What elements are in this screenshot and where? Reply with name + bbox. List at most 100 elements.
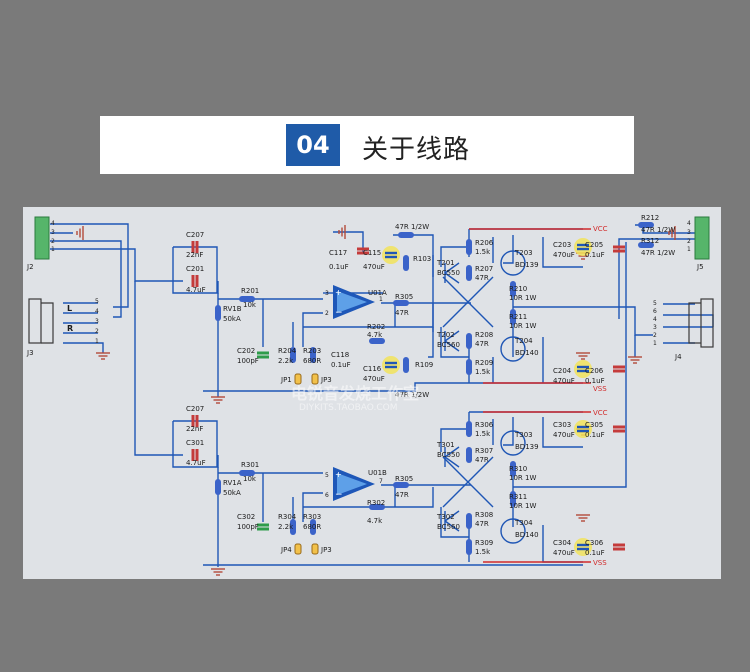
c301-value: 4.7uF <box>186 459 206 467</box>
r304-label: R304 <box>278 513 297 521</box>
t203-value: BD139 <box>515 261 539 269</box>
r-bottom-value: 47R 1/2W <box>395 391 429 399</box>
u01b-pin: 6 <box>325 492 329 499</box>
t303-value: BD139 <box>515 443 539 451</box>
t203-label: T203 <box>514 249 533 257</box>
jp3-label: JP3 <box>320 376 332 384</box>
r301-value: 10k <box>243 475 257 483</box>
c117-label: C117 <box>329 249 347 257</box>
svg-text:−: − <box>335 308 343 318</box>
r209-value: 1.5k <box>475 368 491 376</box>
r207-label: R207 <box>475 265 493 273</box>
connector-j5 <box>694 216 710 260</box>
c117-value: 0.1uF <box>329 263 349 271</box>
r303-label: R303 <box>303 513 321 521</box>
r303-value: 680R <box>303 523 321 531</box>
jp4-label: JP4 <box>280 546 292 554</box>
t204-value: BD140 <box>515 349 539 357</box>
r312-value: 47R 1/2W <box>641 249 675 257</box>
c306-value: 0.1uF <box>585 549 605 557</box>
t302-label: T302 <box>436 513 455 521</box>
jp1-label: JP1 <box>280 376 292 384</box>
r212-label: R212 <box>641 214 659 222</box>
jack-j3 <box>28 298 54 344</box>
r210-value: 10R 1W <box>509 294 536 302</box>
r302-value: 4.7k <box>367 517 383 525</box>
j2-label: J2 <box>26 263 34 271</box>
j4-label: J4 <box>674 353 682 361</box>
svg-text:+: + <box>335 470 342 479</box>
r305-value: 47R <box>395 309 409 317</box>
j2-pin: 3 <box>51 229 55 236</box>
r208-value: 47R <box>475 340 489 348</box>
c305-label: C305 <box>585 421 603 429</box>
r211-value: 10R 1W <box>509 322 536 330</box>
c201-label: C201 <box>186 265 204 273</box>
vss2-label: VSS <box>593 559 607 567</box>
r206-label: R206 <box>475 239 494 247</box>
connector-j2 <box>34 216 50 260</box>
watermark-en: DIYKITS.TAOBAO.COM <box>299 403 397 413</box>
svg-text:+: + <box>335 288 342 297</box>
j5-pin: 1 <box>687 246 691 253</box>
r311-label: R311 <box>509 493 527 501</box>
t301-label: T301 <box>436 441 455 449</box>
r103-label: R103 <box>413 255 431 263</box>
r209-label: R209 <box>475 359 493 367</box>
watermark: 电锐音发烧工作室 DIYKITS.TAOBAO.COM <box>291 384 419 413</box>
right-label: R <box>67 324 73 333</box>
r308-value: 47R <box>475 520 489 528</box>
r207-value: 47R <box>475 274 489 282</box>
t202-value: BC560 <box>437 341 460 349</box>
j4-pin: 6 <box>653 308 657 315</box>
section-number-badge: 04 <box>286 124 340 166</box>
r312-label: R312 <box>641 237 659 245</box>
c304-value: 470uF <box>553 549 575 557</box>
j4-pin: 1 <box>653 340 657 347</box>
section-header: 04 关于线路 <box>100 116 634 174</box>
c203-label: C203 <box>553 241 571 249</box>
r310-label: R310 <box>509 465 527 473</box>
j3-pin: 5 <box>95 298 99 305</box>
c201-value: 4.7uF <box>186 286 206 294</box>
r310-value: 10R 1W <box>509 474 536 482</box>
rv1a-label: RV1A <box>223 479 242 487</box>
u01a-pin: 2 <box>325 310 329 317</box>
jack-j4 <box>688 298 714 348</box>
jp3b-label: JP3 <box>320 546 332 554</box>
t304-label: T304 <box>514 519 533 527</box>
opamp-u01b: + − <box>333 467 375 501</box>
r206-value: 1.5k <box>475 248 491 256</box>
r307-value: 47R <box>475 456 489 464</box>
j2-pin: 2 <box>51 238 55 245</box>
r203-label: R203 <box>303 347 321 355</box>
t304-value: BD140 <box>515 531 539 539</box>
schematic-panel: + − + − <box>23 207 721 579</box>
r309-value: 1.5k <box>475 548 491 556</box>
j4-pin: 3 <box>653 324 657 331</box>
r306-label: R306 <box>475 421 494 429</box>
vcc2-label: VCC <box>593 409 608 417</box>
t201-label: T201 <box>436 259 455 267</box>
section-title: 关于线路 <box>362 135 471 165</box>
c206-label: C206 <box>585 367 604 375</box>
c204-value: 470uF <box>553 377 575 385</box>
c202-value: 100pF <box>237 357 259 365</box>
j3-pin: 2 <box>95 328 99 335</box>
j2-pin: 4 <box>51 220 55 227</box>
r212-value: 47R 1/2W <box>641 226 675 234</box>
left-label: L <box>67 304 72 313</box>
c204-label: C204 <box>553 367 572 375</box>
power-rails <box>469 228 591 563</box>
c207-label: C207 <box>186 231 204 239</box>
r202-label: R202 <box>367 323 385 331</box>
u01b-pin: 5 <box>325 472 329 479</box>
r201-value: 10k <box>243 301 257 309</box>
c202-label: C202 <box>237 347 255 355</box>
c205-label: C205 <box>585 241 603 249</box>
c305-value: 0.1uF <box>585 431 605 439</box>
t301-value: BC550 <box>437 451 460 459</box>
r204-value: 2.2k <box>278 357 294 365</box>
r204-label: R204 <box>278 347 297 355</box>
j5-pin: 2 <box>687 238 691 245</box>
